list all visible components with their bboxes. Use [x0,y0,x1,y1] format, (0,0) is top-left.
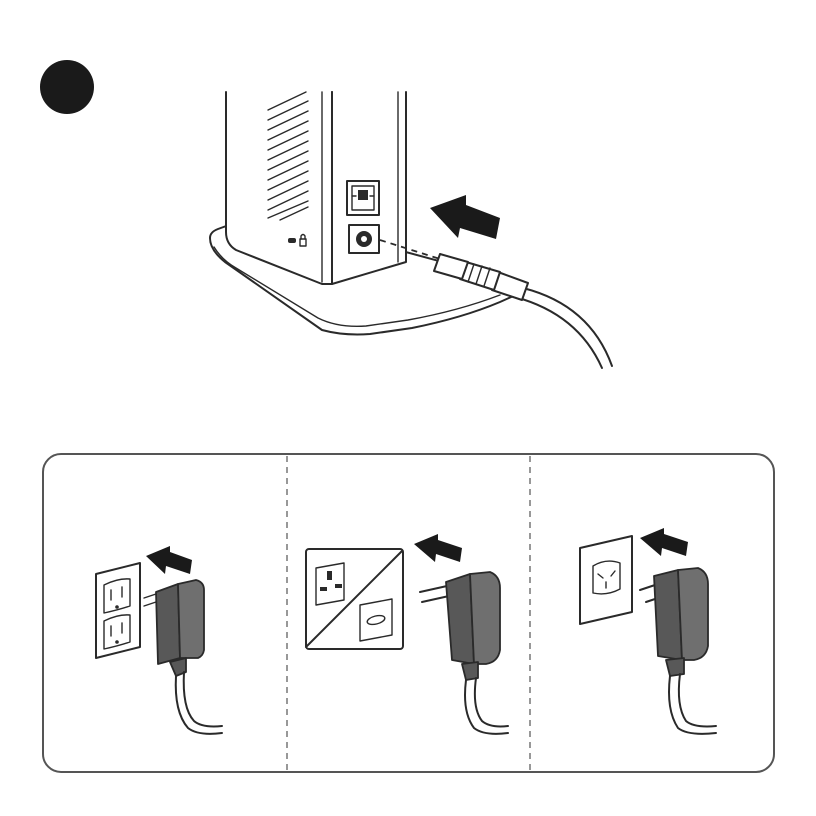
eu-plug-adapter-icon [420,572,508,734]
arrow-left-icon [414,534,462,562]
step-number-marker [40,60,94,114]
arrow-left-icon [146,546,192,574]
panel-uk-eu [306,534,508,734]
us-plug-adapter-icon [144,580,222,734]
panel-us [96,546,222,734]
arrow-left-icon [430,195,500,239]
kensington-lock-slot-icon [288,238,296,243]
au-plug-adapter-icon [640,568,716,734]
usb-port-icon[interactable] [347,181,379,215]
panel-au [580,528,716,734]
au-outlet-icon [580,536,632,624]
uk-and-eu-outlet-icon [306,549,403,649]
arrow-left-icon [640,528,688,556]
us-type-a-b-outlet-icon [96,563,140,658]
dc-power-jack-icon[interactable] [349,225,379,253]
